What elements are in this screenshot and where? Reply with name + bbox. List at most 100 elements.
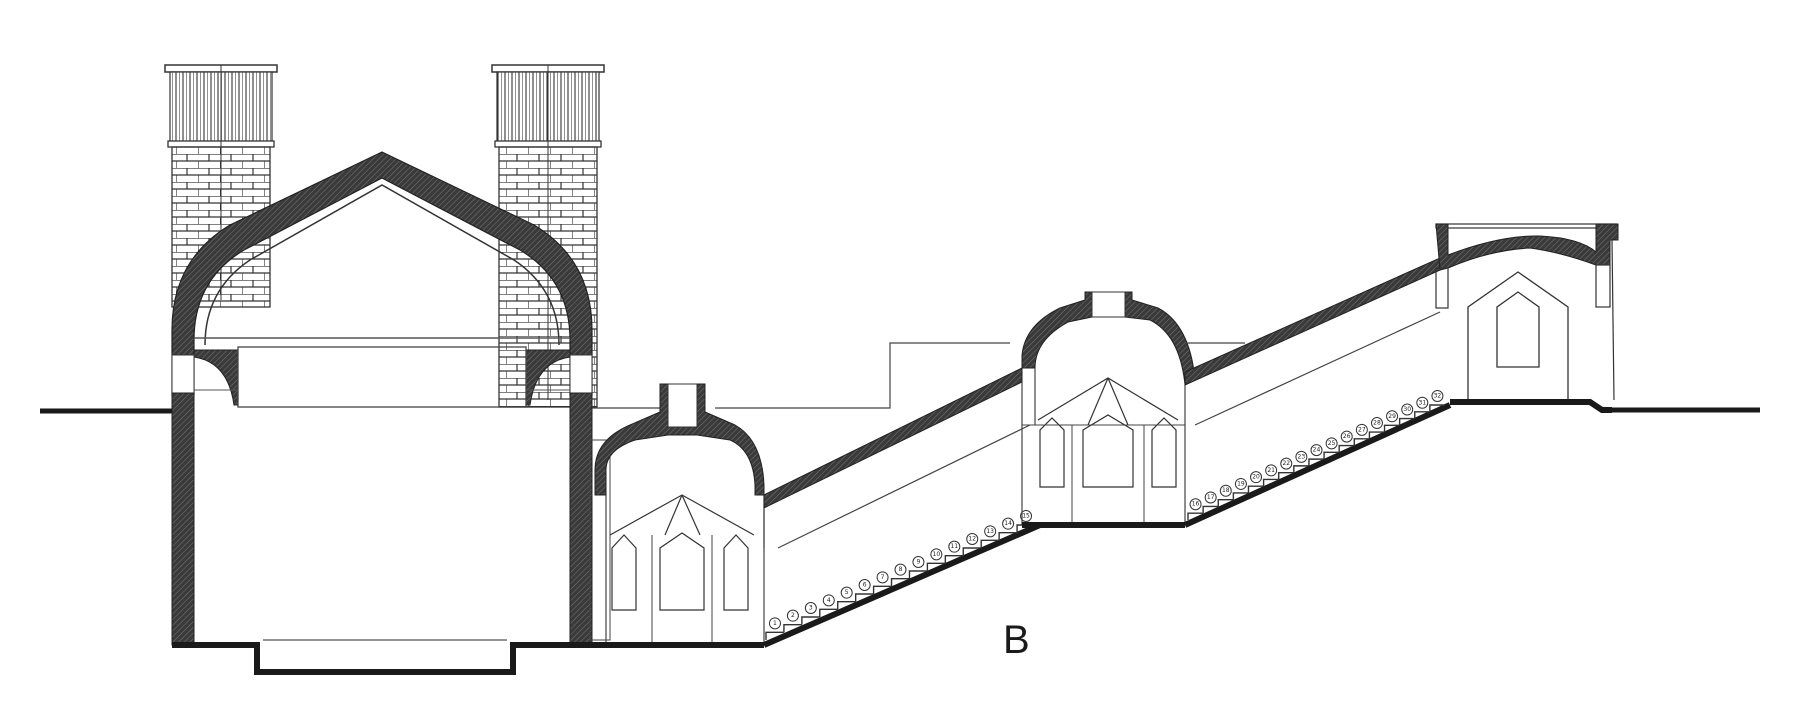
step-number-badge bbox=[1355, 423, 1368, 436]
stair-step bbox=[783, 623, 802, 633]
step-number-badge bbox=[984, 525, 997, 538]
step-number: 10 bbox=[933, 551, 941, 558]
step-number-badge bbox=[966, 533, 979, 545]
stair-step bbox=[944, 554, 964, 564]
step-number-badge bbox=[1002, 517, 1015, 530]
step-number: 32 bbox=[1434, 393, 1442, 400]
step-number-badge bbox=[1280, 457, 1293, 470]
step-number: 3 bbox=[809, 605, 813, 612]
step-number-badge bbox=[1401, 403, 1414, 416]
outline-connector bbox=[589, 342, 1010, 641]
step-number-badge bbox=[1234, 477, 1247, 490]
stair-step bbox=[1247, 485, 1264, 493]
stair-step bbox=[765, 631, 784, 640]
stair-step bbox=[926, 562, 946, 571]
step-number-badge bbox=[1295, 450, 1308, 463]
step-number: 14 bbox=[1004, 520, 1012, 527]
step-number-badge bbox=[1189, 498, 1202, 511]
entrance-pavilion bbox=[1435, 223, 1619, 413]
step-number-badge bbox=[876, 571, 889, 584]
stair-step bbox=[1323, 451, 1340, 460]
step-number: 19 bbox=[1237, 480, 1245, 487]
step-number-badge bbox=[1265, 464, 1278, 477]
step-number-badge bbox=[822, 594, 835, 607]
stair-step bbox=[1398, 417, 1415, 426]
stair-step bbox=[1217, 499, 1234, 507]
stair-step bbox=[854, 593, 874, 602]
stair-step bbox=[1308, 458, 1325, 466]
step-number-badge bbox=[1416, 396, 1429, 409]
stair-step bbox=[908, 570, 928, 579]
step-number: 28 bbox=[1373, 420, 1381, 427]
step-number-badge bbox=[840, 586, 853, 599]
second-pavilion bbox=[1021, 291, 1245, 528]
step-number: 1 bbox=[773, 620, 777, 627]
stair-step bbox=[1383, 424, 1400, 433]
stair-step bbox=[1202, 505, 1219, 514]
step-number-badge bbox=[1325, 437, 1338, 450]
step-number-badge bbox=[768, 617, 781, 630]
step-number: 26 bbox=[1343, 433, 1351, 440]
step-number: 30 bbox=[1403, 406, 1411, 413]
stair-step bbox=[1429, 404, 1445, 412]
step-number: 29 bbox=[1388, 413, 1396, 420]
step-number-badge bbox=[1219, 484, 1232, 497]
step-number: 9 bbox=[917, 559, 921, 566]
stair-step bbox=[962, 547, 982, 556]
step-number: 2 bbox=[791, 612, 795, 619]
stair-step bbox=[980, 539, 1000, 548]
step-number-badge bbox=[912, 556, 925, 568]
step-number: 21 bbox=[1267, 467, 1275, 474]
stair-step bbox=[1293, 465, 1309, 473]
stair-step bbox=[1368, 431, 1385, 439]
step-number: 4 bbox=[827, 597, 831, 604]
step-number: 15 bbox=[1022, 513, 1030, 520]
step-number: 22 bbox=[1282, 460, 1290, 467]
stair-step bbox=[1278, 471, 1294, 480]
step-number-badge bbox=[786, 609, 799, 622]
step-number-badge bbox=[1204, 491, 1217, 504]
stair-step bbox=[998, 531, 1018, 541]
stair-step bbox=[819, 608, 838, 617]
step-number-badge bbox=[1386, 410, 1399, 423]
step-number: 6 bbox=[863, 582, 867, 589]
step-number-badge bbox=[858, 579, 871, 591]
section-label: B bbox=[1003, 618, 1030, 662]
step-number: 23 bbox=[1298, 453, 1306, 460]
main-reservoir-chamber bbox=[171, 151, 593, 675]
step-number: 27 bbox=[1358, 426, 1366, 433]
stair-step bbox=[1187, 512, 1204, 520]
step-number: 20 bbox=[1252, 474, 1260, 481]
stair-step bbox=[1414, 411, 1430, 419]
stair-step bbox=[890, 577, 910, 587]
stair-step bbox=[837, 600, 856, 610]
step-number-badge bbox=[1431, 390, 1444, 402]
windcatcher-left bbox=[164, 64, 278, 308]
step-number-badge bbox=[1370, 417, 1383, 430]
step-number: 11 bbox=[950, 543, 958, 550]
stair-step bbox=[1353, 438, 1370, 446]
stair-step bbox=[1232, 492, 1249, 500]
step-number: 12 bbox=[968, 536, 976, 543]
step-number: 31 bbox=[1419, 399, 1427, 406]
stair-step bbox=[1338, 444, 1355, 453]
step-number-badge bbox=[1020, 510, 1033, 522]
step-number: 16 bbox=[1192, 501, 1200, 508]
step-number: 25 bbox=[1328, 440, 1336, 447]
step-number: 18 bbox=[1222, 487, 1230, 494]
step-number-badge bbox=[948, 540, 961, 553]
step-number: 13 bbox=[986, 528, 994, 535]
step-number-badge bbox=[1340, 430, 1353, 443]
stair-step bbox=[872, 585, 892, 594]
step-number-badge bbox=[1310, 444, 1323, 457]
step-number-badge bbox=[930, 548, 943, 561]
step-number: 24 bbox=[1313, 447, 1321, 454]
stair-step bbox=[1262, 478, 1279, 487]
stair-step bbox=[801, 616, 820, 625]
step-number: 8 bbox=[899, 566, 903, 573]
step-number-badge bbox=[804, 602, 817, 614]
step-number: 5 bbox=[845, 589, 849, 596]
